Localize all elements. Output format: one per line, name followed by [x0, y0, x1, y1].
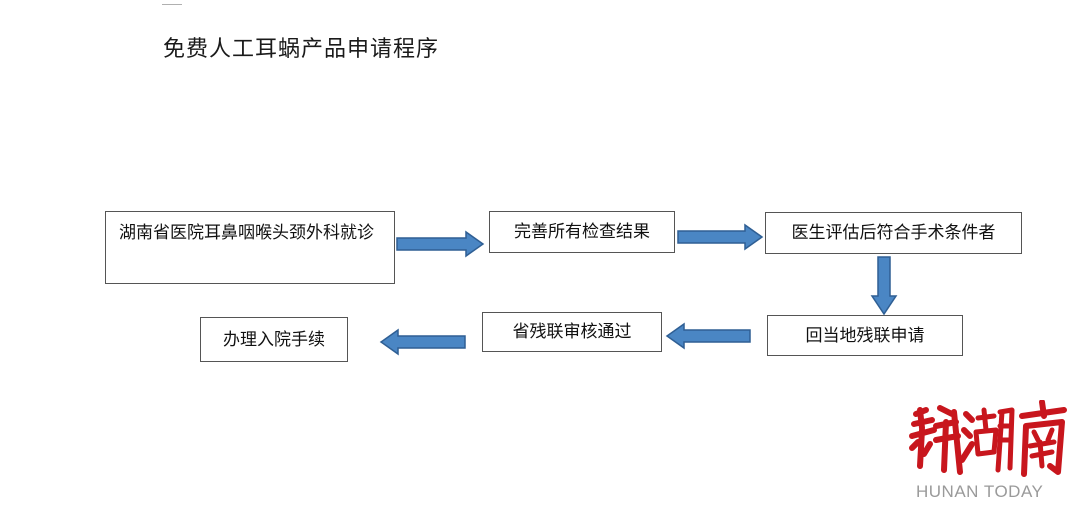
step-doctor-evaluation: 医生评估后符合手术条件者 — [765, 212, 1022, 254]
hunan-today-watermark: HUNAN TODAY — [900, 400, 1076, 510]
step-hospital-visit: 湖南省医院耳鼻咽喉头颈外科就诊 — [105, 211, 395, 284]
step-complete-exams: 完善所有检查结果 — [489, 211, 675, 253]
step-local-federation-application: 回当地残联申请 — [767, 315, 963, 356]
arrow-step2-to-step3 — [677, 223, 764, 251]
arrow-step3-to-step4 — [870, 256, 898, 316]
hunan-today-logo — [909, 400, 1067, 477]
hunan-today-subtitle: HUNAN TODAY — [916, 482, 1044, 501]
arrow-step1-to-step2 — [396, 230, 485, 258]
arrow-step4-to-step5 — [665, 322, 751, 350]
page-top-mark — [162, 0, 182, 5]
arrow-step5-to-step6 — [379, 328, 466, 356]
step-provincial-review: 省残联审核通过 — [482, 312, 662, 352]
diagram-title: 免费人工耳蜗产品申请程序 — [163, 37, 440, 62]
step-admission: 办理入院手续 — [200, 317, 348, 362]
